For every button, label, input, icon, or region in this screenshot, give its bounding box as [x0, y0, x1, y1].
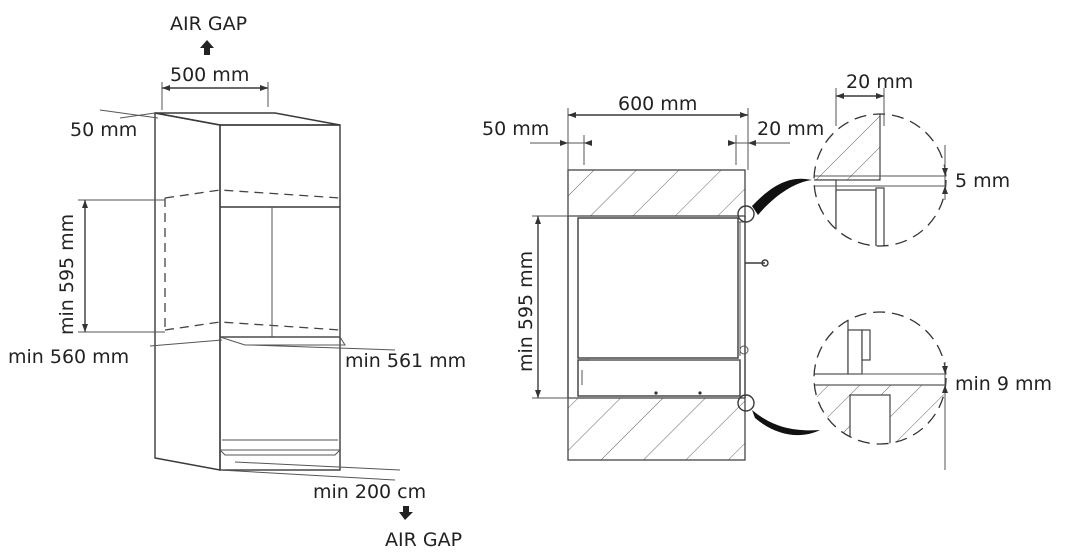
- detail-gap-bottom-label: min 9 mm: [955, 373, 1052, 395]
- width-label-right: 600 mm: [618, 93, 697, 115]
- depth-label-left: min 560 mm: [8, 346, 129, 368]
- arrow-up-icon: [200, 40, 214, 55]
- air-gap-top-label: AIR GAP: [170, 13, 247, 35]
- detail-connector-top: [752, 178, 812, 215]
- dim-560: min 560 mm: [8, 339, 223, 368]
- side-gap-label: 50 mm: [70, 119, 137, 141]
- height-label-right: min 595 mm: [515, 251, 537, 372]
- dim-200: min 200 cm: [219, 461, 426, 503]
- detail-marker-top: [737, 205, 755, 223]
- cabinet-top: [154, 112, 341, 126]
- dim-20-right: 20 mm: [728, 118, 824, 165]
- width-label-left: 500 mm: [170, 64, 249, 86]
- dim-50-left: 50 mm: [70, 109, 159, 141]
- bottom-hatched-panel: [567, 397, 746, 461]
- dim-9-detail: min 9 mm: [942, 362, 1052, 470]
- appliance-drawer: [577, 359, 741, 397]
- top-hatched-panel: [567, 169, 746, 217]
- cabinet-front: [219, 124, 341, 471]
- right-gap-label: 20 mm: [757, 118, 824, 140]
- left-gap-label: 50 mm: [482, 118, 549, 140]
- air-gap-top: AIR GAP: [170, 13, 247, 55]
- air-gap-bottom-label: AIR GAP: [385, 529, 462, 551]
- dim-595-left: min 595 mm: [56, 199, 165, 335]
- bottom-opening-label: min 200 cm: [313, 481, 426, 503]
- handle-icon: [761, 259, 769, 267]
- detail-connector-bottom: [752, 410, 820, 436]
- dim-20-detail: 20 mm: [835, 71, 913, 126]
- front-section: [567, 169, 769, 461]
- detail-width-label: 20 mm: [846, 71, 913, 93]
- dim-500: 500 mm: [161, 64, 269, 110]
- dim-5-detail: 5 mm: [942, 145, 1010, 200]
- air-gap-bottom: AIR GAP: [385, 506, 462, 551]
- appliance-body: [577, 217, 739, 359]
- dim-561: min 561 mm: [249, 344, 466, 372]
- upper-shelf-hidden: [164, 189, 341, 199]
- detail-gap-top-label: 5 mm: [955, 170, 1010, 192]
- arrow-down-icon: [399, 506, 413, 520]
- depth-label-right: min 561 mm: [345, 350, 466, 372]
- cabinet-perspective: [154, 112, 346, 471]
- detail-circle-bottom: [813, 311, 947, 445]
- dim-600: 600 mm: [567, 93, 749, 170]
- detail-marker-bottom: [737, 394, 755, 412]
- dim-50-right: 50 mm: [482, 118, 592, 165]
- height-label-left: min 595 mm: [56, 214, 78, 335]
- dim-595-right: min 595 mm: [515, 215, 578, 399]
